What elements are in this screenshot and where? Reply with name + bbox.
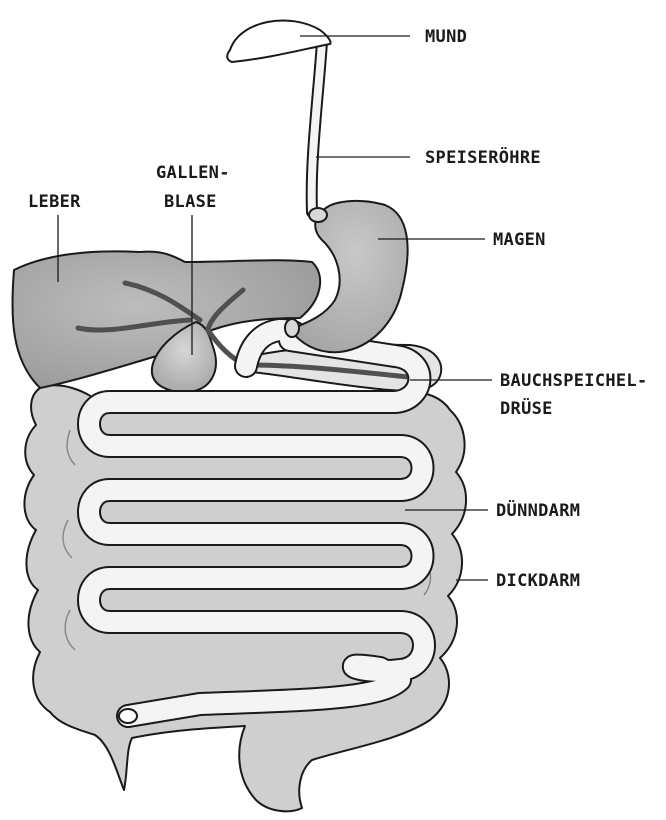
pyloric-sphincter bbox=[285, 319, 299, 337]
label-magen: MAGEN bbox=[493, 230, 546, 250]
label-dickdarm: DICKDARM bbox=[496, 571, 580, 591]
label-speiseroehre: SPEISERÖHRE bbox=[425, 146, 541, 168]
label-leber: LEBER bbox=[28, 192, 81, 212]
label-gallenblase-line1: GALLEN- bbox=[156, 163, 230, 183]
cardiac-sphincter bbox=[309, 208, 327, 222]
label-mund: MUND bbox=[425, 27, 467, 47]
label-gallenblase-line2: BLASE bbox=[164, 192, 217, 212]
label-duenndarm: DÜNNDARM bbox=[496, 499, 580, 521]
label-bauchspeicheldruese-line1: BAUCHSPEICHEL- bbox=[500, 371, 648, 391]
label-bauchspeicheldruese-line2: DRÜSE bbox=[500, 397, 553, 419]
esophagus bbox=[312, 42, 322, 212]
